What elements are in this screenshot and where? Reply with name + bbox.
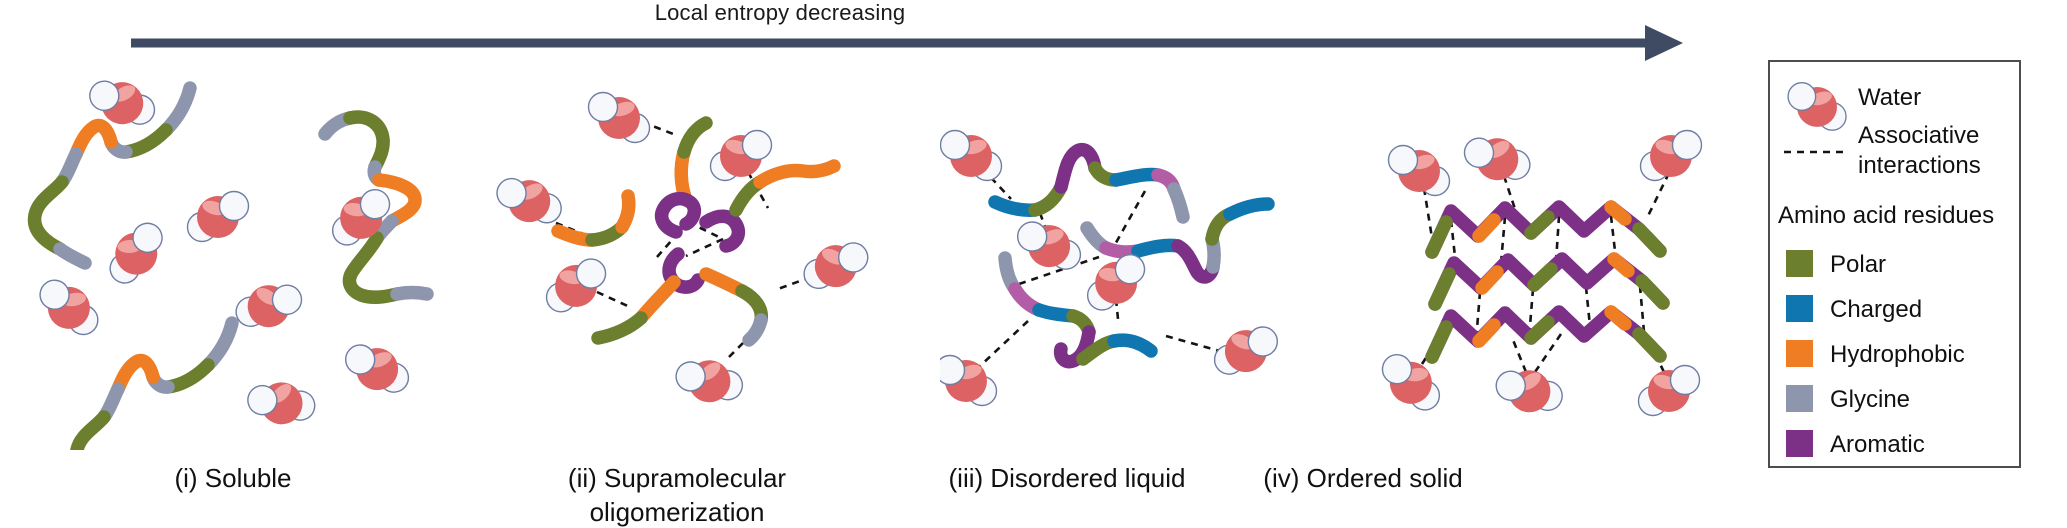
glycine-swatch	[1786, 385, 1813, 412]
water-molecule	[801, 235, 871, 296]
water-molecule	[242, 366, 321, 440]
protein-chain	[1080, 197, 1275, 284]
caption-supramolecular: (ii) Supramolecular	[567, 463, 787, 493]
arrow-head-icon	[1645, 25, 1683, 61]
water-molecule	[34, 277, 104, 338]
protein-chain	[998, 251, 1158, 369]
water-molecule	[1387, 144, 1451, 197]
water-molecule	[542, 257, 610, 314]
protein-chain-beta-strand	[1425, 200, 1667, 259]
caption-ordered-solid: (iv) Ordered solid	[1263, 463, 1463, 493]
panel-supramolecular-illustration	[494, 91, 871, 416]
water-molecule	[940, 354, 998, 407]
water-molecule	[1080, 251, 1152, 313]
legend-water-label: Water	[1858, 84, 1922, 111]
protein-chain	[318, 110, 434, 304]
polar-swatch	[1786, 250, 1813, 277]
legend-residues-heading: Amino acid residues	[1778, 202, 1995, 229]
protein-chain-beta-strand	[1435, 259, 1663, 304]
water-molecule	[1639, 129, 1703, 182]
water-molecule	[494, 170, 565, 232]
water-molecule	[587, 91, 651, 144]
water-molecule	[1015, 217, 1083, 274]
legend-associative-line1: Associative	[1858, 122, 1980, 149]
protein-chain-cluster	[551, 116, 841, 347]
entropy-arrow	[131, 25, 1683, 61]
caption-supramolecular-line2: oligomerization	[589, 497, 765, 527]
panel-disordered-liquid-illustration	[940, 129, 1280, 407]
panel-soluble-illustration	[27, 71, 434, 450]
water-molecule	[1212, 322, 1280, 379]
water-molecule	[186, 190, 250, 243]
panel-ordered-solid-illustration	[1380, 125, 1703, 425]
water-molecule	[671, 346, 748, 416]
caption-disordered-liquid: (iii) Disordered liquid	[948, 463, 1186, 493]
legend-aromatic-label: Aromatic	[1830, 431, 1925, 458]
water-molecule	[1637, 364, 1701, 417]
water-molecule	[98, 218, 175, 288]
hydrophobic-swatch	[1786, 340, 1813, 367]
water-molecule	[232, 272, 306, 339]
associative-interaction-lines	[978, 167, 1228, 368]
protein-chain	[27, 81, 197, 270]
protein-chain	[77, 323, 232, 450]
water-molecule-icon	[1787, 82, 1847, 131]
dashed-line-icon	[1784, 150, 1844, 154]
protein-chain-beta-strand	[1432, 312, 1660, 357]
legend-polar-label: Polar	[1830, 251, 1887, 278]
water-molecule	[343, 340, 411, 397]
page-title: Local entropy decreasing	[654, 0, 906, 25]
protein-chain	[988, 143, 1190, 224]
legend-associative-line2: interactions	[1858, 152, 1981, 179]
aromatic-swatch	[1786, 430, 1813, 457]
charged-swatch	[1786, 295, 1813, 322]
water-molecule	[1491, 356, 1567, 425]
water-molecule	[940, 129, 1003, 182]
legend-charged-label: Charged	[1830, 296, 1923, 323]
legend-glycine-label: Glycine	[1830, 386, 1911, 413]
legend-box: Water Associative interactions Amino aci…	[1768, 60, 2021, 468]
caption-soluble: (i) Soluble	[174, 463, 292, 493]
legend-hydrophobic-label: Hydrophobic	[1830, 341, 1965, 368]
water-molecule	[1460, 125, 1534, 192]
